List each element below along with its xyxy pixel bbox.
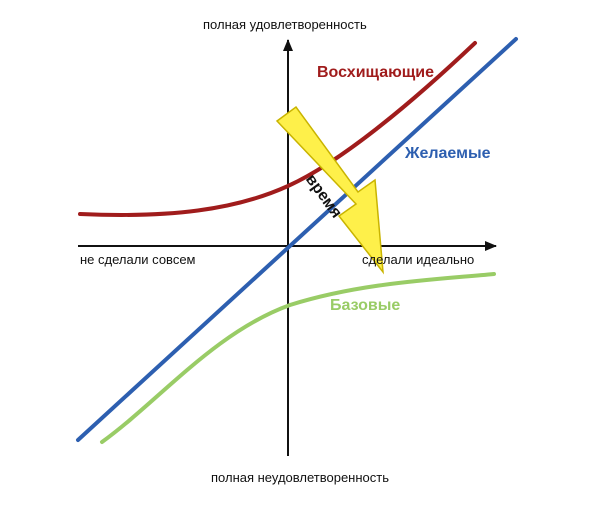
delighters-curve (78, 41, 477, 217)
axis-label-left: не сделали совсем (80, 252, 196, 267)
series-label-basic: Базовые (330, 297, 401, 314)
basic-curve (100, 272, 496, 444)
performance-line (76, 37, 518, 442)
time-arrow (275, 105, 384, 275)
axis-label-right: сделали идеально (362, 252, 475, 267)
axis-label-bottom: полная неудовлетворенность (211, 470, 389, 485)
axis-label-top: полная удовлетворенность (203, 17, 367, 32)
series-label-delighters: Восхищающие (317, 64, 435, 81)
series-label-performance: Желаемые (405, 145, 491, 162)
